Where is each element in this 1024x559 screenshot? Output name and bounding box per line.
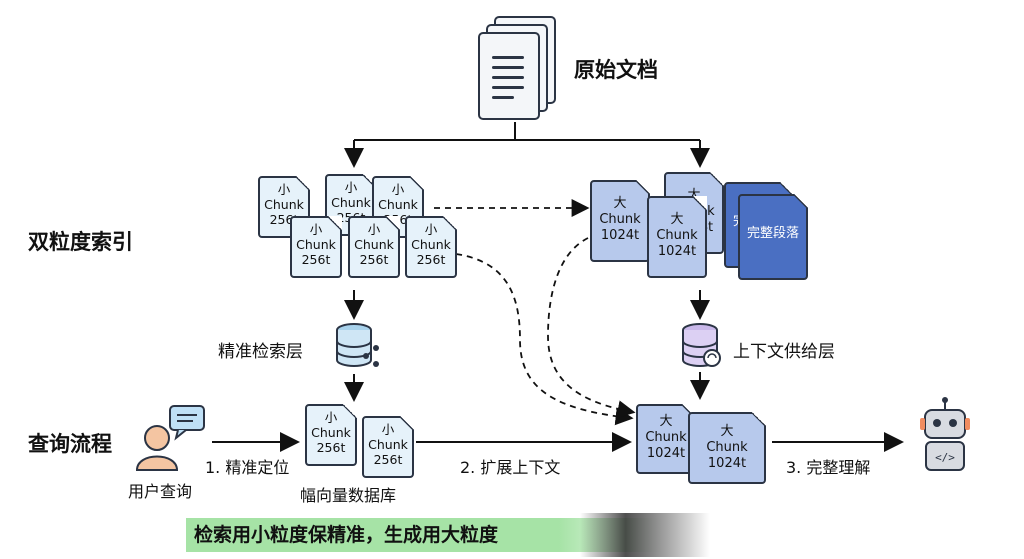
original-doc-label: 原始文档 bbox=[574, 58, 658, 82]
query-flow-label: 查询流程 bbox=[28, 432, 112, 456]
step3-label: 3. 完整理解 bbox=[786, 458, 871, 477]
context-layer-label: 上下文供给层 bbox=[733, 342, 835, 362]
step2-label: 2. 扩展上下文 bbox=[460, 458, 561, 477]
precise-layer-label: 精准检索层 bbox=[218, 342, 303, 362]
database-search-icon bbox=[336, 323, 379, 367]
dashed-large-to-result bbox=[547, 237, 636, 419]
paragraph-chunk: 完整段落 bbox=[738, 194, 808, 280]
user-icon bbox=[135, 405, 205, 471]
user-query-label: 用户查询 bbox=[128, 482, 193, 501]
robot-icon: </> bbox=[920, 397, 970, 471]
step1-label: 1. 精准定位 bbox=[205, 458, 290, 477]
dual-index-label: 双粒度索引 bbox=[28, 230, 133, 254]
database-sync-icon bbox=[682, 323, 721, 367]
banner-fade-overlay bbox=[580, 513, 710, 557]
vector-db-label: 幅向量数据库 bbox=[300, 486, 397, 505]
dashed-small-to-result bbox=[455, 253, 634, 426]
svg-text:</>: </> bbox=[935, 451, 955, 464]
